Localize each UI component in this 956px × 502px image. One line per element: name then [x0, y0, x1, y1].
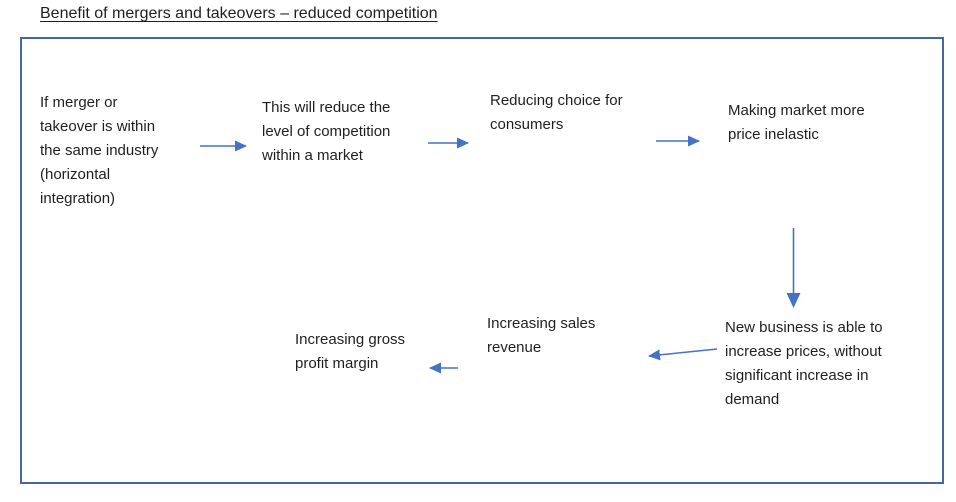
node-sales-revenue: Increasing sales revenue: [487, 315, 596, 356]
node-reduce-competition: This will reduce the level of competitio…: [262, 99, 391, 164]
node-price-inelastic: Making market more price inelastic: [728, 102, 865, 143]
node-horizontal-integration: If merger or takeover is within the same…: [40, 94, 159, 207]
node-reducing-choice: Reducing choice for consumers: [490, 92, 623, 133]
node-increase-prices: New business is able to increase prices,…: [725, 319, 883, 408]
node-gross-profit-margin: Increasing gross profit margin: [295, 331, 406, 372]
diagram-border-box: [20, 37, 944, 484]
page-title: Benefit of mergers and takeovers – reduc…: [40, 5, 438, 22]
